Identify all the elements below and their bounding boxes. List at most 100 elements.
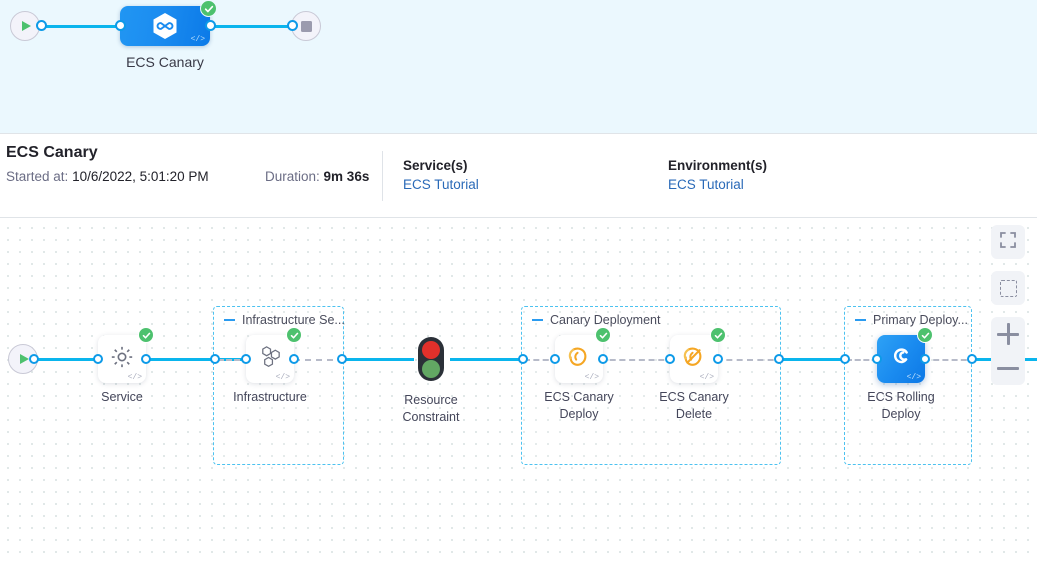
step-port-in[interactable]: [665, 354, 675, 364]
group-title: Primary Deploy...: [873, 313, 968, 327]
pipeline-overview-strip: </> ECS Canary: [0, 0, 1037, 133]
environments-column: Environment(s) ECS Tutorial: [668, 158, 767, 192]
collapse-toggle-icon[interactable]: [224, 319, 235, 321]
step-resource-constraint[interactable]: Resource Constraint: [418, 337, 444, 381]
stop-icon: [301, 21, 312, 32]
traffic-red-bulb: [422, 341, 440, 359]
step-card[interactable]: </>: [555, 335, 603, 383]
canary-bird-delete-icon: [680, 343, 708, 376]
pipeline-canvas[interactable]: Infrastructure Se... Canary Deployment P…: [0, 218, 1037, 563]
step-port-in[interactable]: [550, 354, 560, 364]
code-badge: </>: [700, 373, 714, 382]
environments-label: Environment(s): [668, 158, 767, 173]
group-infrastructure-section[interactable]: Infrastructure Se...: [213, 306, 344, 465]
step-card[interactable]: </>: [98, 335, 146, 383]
step-port-out[interactable]: [141, 354, 151, 364]
fullscreen-icon: [999, 231, 1017, 254]
status-badge-success: [595, 327, 611, 343]
traffic-green-bulb: [422, 360, 440, 378]
started-at-value: 10/6/2022, 5:01:20 PM: [72, 169, 209, 184]
step-card[interactable]: </>: [670, 335, 718, 383]
started-at-info: Started at: 10/6/2022, 5:01:20 PM: [6, 169, 209, 184]
step-port-out[interactable]: [289, 354, 299, 364]
port-group-infra-out[interactable]: [337, 354, 347, 364]
step-ecs-canary-deploy[interactable]: </> ECS Canary Deploy: [555, 335, 603, 383]
step-service[interactable]: </> Service: [98, 335, 146, 383]
expand-button[interactable]: [991, 225, 1025, 259]
step-label: ECS Rolling Deploy: [846, 389, 956, 423]
collapse-toggle-icon[interactable]: [855, 319, 866, 321]
edge-infra-to-resource: [340, 358, 414, 361]
environments-value-link[interactable]: ECS Tutorial: [668, 177, 767, 192]
port-group-infra-in[interactable]: [210, 354, 220, 364]
port-group-primary-out[interactable]: [967, 354, 977, 364]
check-icon: [142, 331, 151, 340]
group-primary-deployment[interactable]: Primary Deploy...: [844, 306, 972, 465]
status-badge-success: [917, 327, 933, 343]
edge-resource-to-canary: [450, 358, 528, 361]
check-icon: [714, 331, 723, 340]
duration-info: Duration: 9m 36s: [265, 169, 369, 184]
step-port-out[interactable]: [713, 354, 723, 364]
step-infrastructure[interactable]: </> Infrastructure: [246, 335, 294, 383]
code-badge: </>: [276, 373, 290, 382]
step-ecs-rolling-deploy[interactable]: </> ECS Rolling Deploy: [877, 335, 925, 383]
canvas-port-start[interactable]: [29, 354, 39, 364]
edge-canary-to-primary: [778, 358, 848, 361]
step-label: Service: [67, 389, 177, 406]
fit-to-screen-button[interactable]: [991, 271, 1025, 305]
harness-hexagon-icon: [152, 12, 178, 40]
step-port-out[interactable]: [598, 354, 608, 364]
group-label-canary: Canary Deployment: [532, 313, 660, 327]
step-port-in[interactable]: [93, 354, 103, 364]
port-group-primary-in[interactable]: [840, 354, 850, 364]
header-divider: [382, 151, 383, 201]
overview-stage-ecs-canary[interactable]: </>: [120, 6, 210, 46]
step-port-in[interactable]: [872, 354, 882, 364]
started-at-label: Started at:: [6, 169, 68, 184]
collapse-toggle-icon[interactable]: [532, 319, 543, 321]
status-badge-success: [710, 327, 726, 343]
hexagon-cluster-icon: [257, 343, 284, 375]
execution-header: ECS Canary Started at: 10/6/2022, 5:01:2…: [0, 133, 1037, 218]
step-card[interactable]: </>: [877, 335, 925, 383]
group-canary-deployment[interactable]: Canary Deployment: [521, 306, 781, 465]
edge-canary-deploy-to-delete: [600, 359, 674, 361]
services-column: Service(s) ECS Tutorial: [403, 158, 479, 192]
overview-port-start[interactable]: [36, 20, 47, 31]
code-badge: </>: [585, 373, 599, 382]
overview-port-out[interactable]: [205, 20, 216, 31]
step-label: Resource Constraint: [376, 392, 486, 426]
zoom-controls[interactable]: [991, 317, 1025, 385]
play-icon: [22, 21, 31, 31]
step-port-out[interactable]: [920, 354, 930, 364]
step-card[interactable]: </>: [246, 335, 294, 383]
status-badge-success: [286, 327, 302, 343]
zoom-out-button[interactable]: [997, 357, 1019, 379]
check-icon: [599, 331, 608, 340]
code-badge: </>: [128, 373, 142, 382]
check-icon: [921, 331, 930, 340]
code-badge: </>: [191, 35, 205, 44]
port-group-canary-out[interactable]: [774, 354, 784, 364]
duration-label: Duration:: [265, 169, 320, 184]
check-icon: [204, 4, 214, 14]
check-icon: [290, 331, 299, 340]
play-icon: [20, 354, 29, 364]
traffic-light-icon[interactable]: [418, 337, 444, 381]
overview-port-in[interactable]: [115, 20, 126, 31]
step-ecs-canary-delete[interactable]: </> ECS Canary Delete: [670, 335, 718, 383]
gear-icon: [109, 344, 135, 375]
page-title: ECS Canary: [6, 144, 98, 162]
port-group-canary-in[interactable]: [518, 354, 528, 364]
zoom-in-button[interactable]: [997, 323, 1019, 345]
services-value-link[interactable]: ECS Tutorial: [403, 177, 479, 192]
edge-start-to-service: [30, 358, 100, 361]
status-badge-success: [200, 0, 217, 17]
overview-stage-label: ECS Canary: [120, 54, 210, 70]
duration-value: 9m 36s: [324, 169, 370, 184]
group-label-infrastructure: Infrastructure Se...: [224, 313, 345, 327]
step-port-in[interactable]: [241, 354, 251, 364]
step-label: Infrastructure: [215, 389, 325, 406]
overview-port-stop[interactable]: [287, 20, 298, 31]
